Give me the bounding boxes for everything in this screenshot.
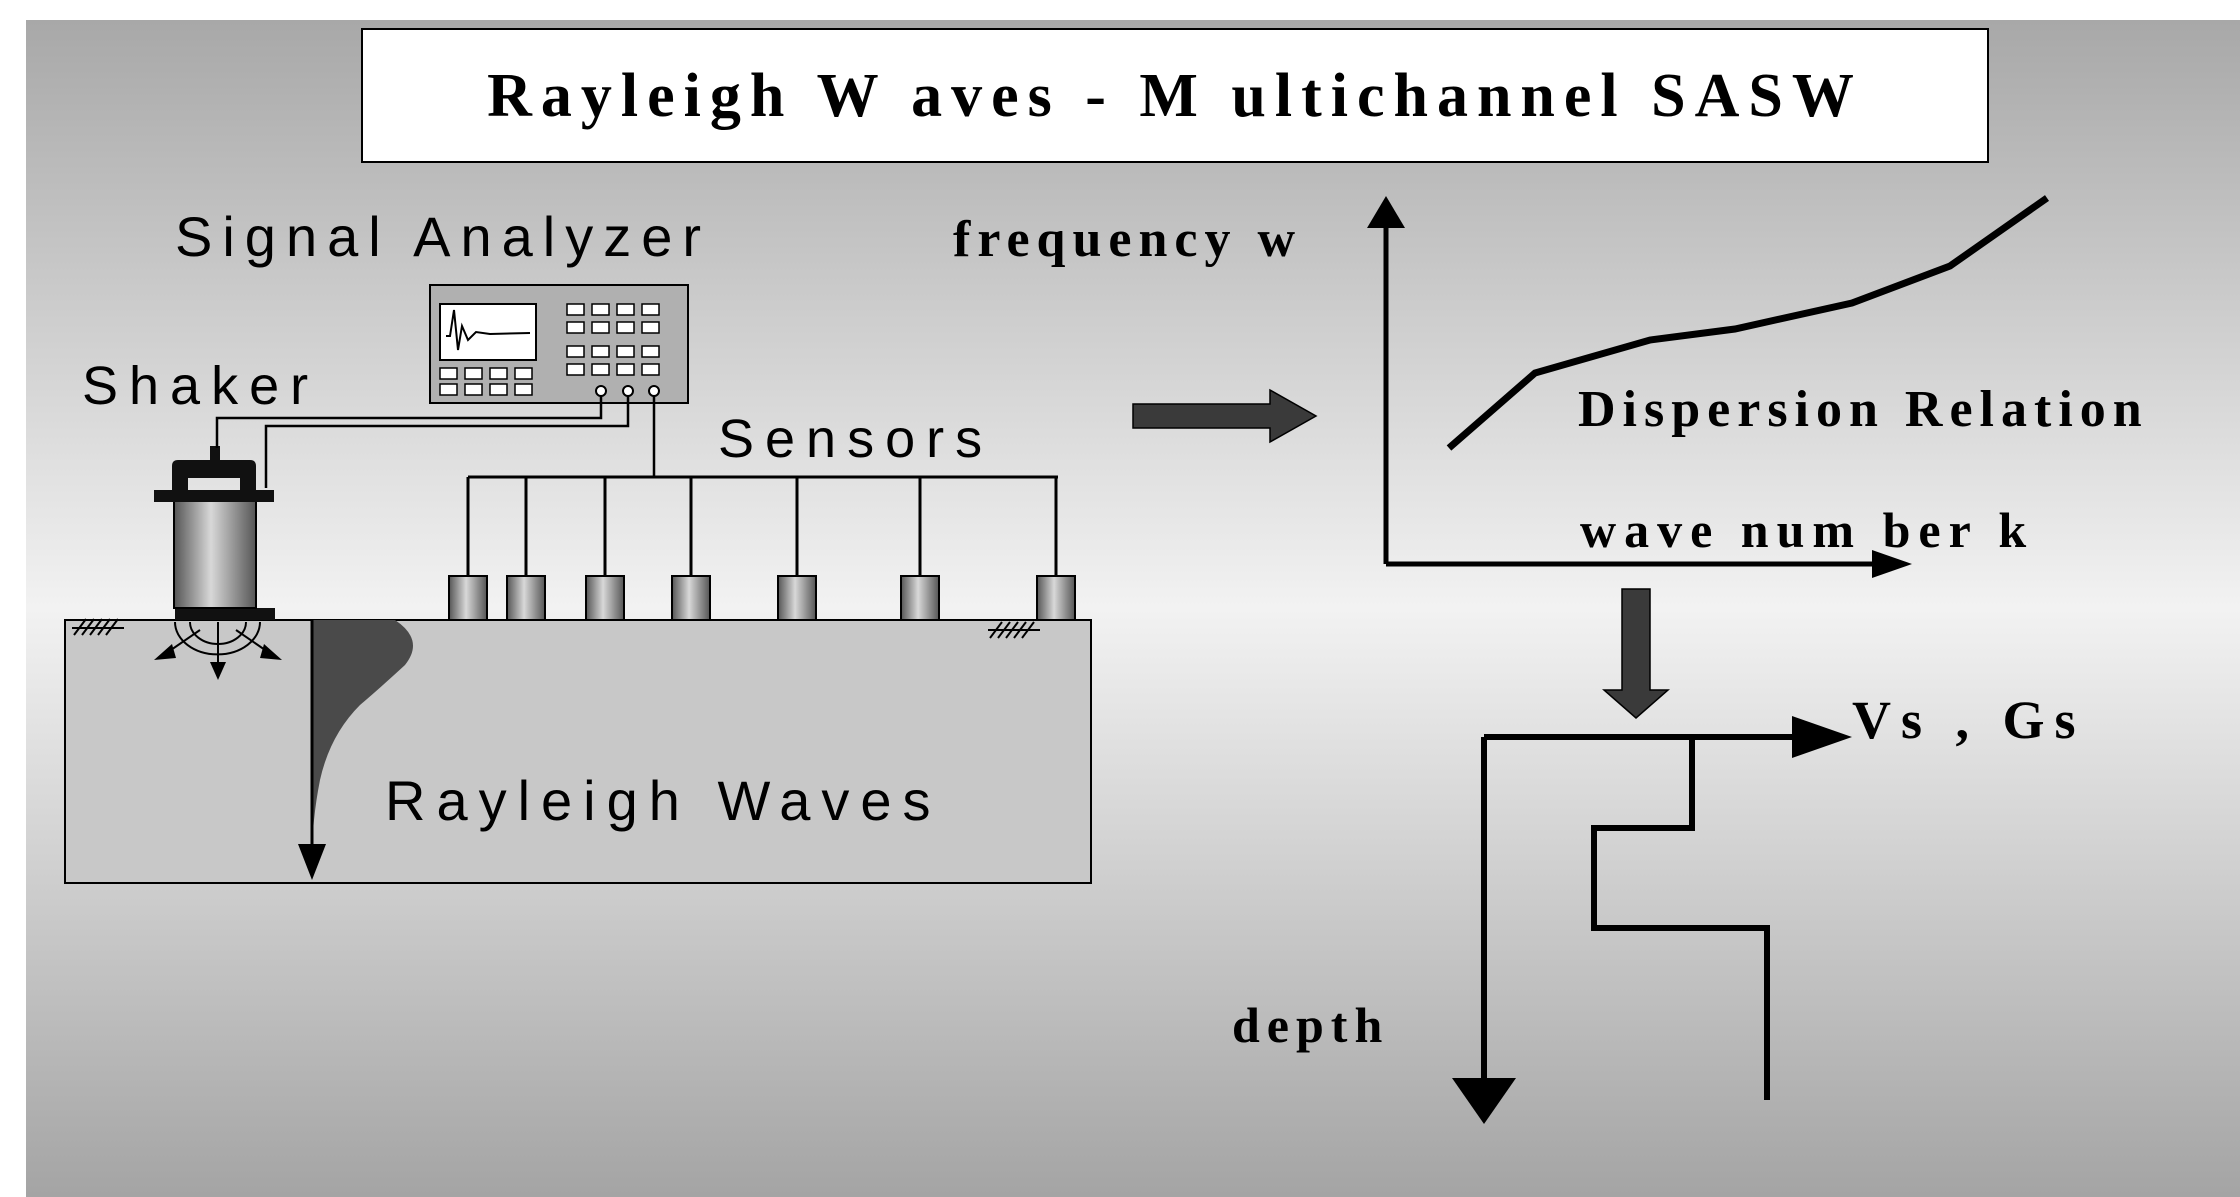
- dispersion-curve: [1446, 195, 2050, 451]
- vs-axis-arrowhead: [1792, 716, 1852, 758]
- sensor-2: [506, 575, 546, 621]
- ground-hatch-right: [988, 621, 1040, 639]
- signal-analyzer-label: Signal Analyzer: [175, 205, 711, 268]
- depth-axis-arrowhead: [1452, 1078, 1516, 1124]
- x-axis-arrowhead: [1872, 550, 1912, 578]
- block-arrow-right: [1132, 388, 1318, 444]
- title-text: Rayleigh W aves - M ultichannel SASW: [487, 62, 1863, 130]
- sensor-3: [585, 575, 625, 621]
- title-box: Rayleigh W aves - M ultichannel SASW: [361, 28, 1989, 163]
- analyzer-keypad: [439, 303, 660, 396]
- wave-profile: [298, 620, 413, 880]
- analyzer-connectors: [595, 385, 660, 397]
- ground-hatch-left: [72, 618, 124, 636]
- rayleigh-waves-label: Rayleigh Waves: [385, 769, 942, 832]
- analyzer-cables: [215, 396, 656, 488]
- y-axis-arrowhead: [1367, 196, 1405, 228]
- dispersion-plot: [1367, 195, 2050, 578]
- background-panel: [26, 20, 2240, 1197]
- signal-analyzer: [429, 284, 689, 404]
- sensor-7: [1036, 575, 1076, 621]
- dispersion-relation-label: Dispersion Relation: [1578, 381, 2149, 438]
- shaker: [154, 446, 282, 680]
- vs-gs-label: Vs , Gs: [1852, 690, 2086, 750]
- sensor-4: [671, 575, 711, 621]
- sensors-label: Sensors: [718, 409, 993, 469]
- block-arrow-down: [1602, 588, 1670, 719]
- wave-number-label: wave num ber k: [1580, 502, 2034, 558]
- frequency-label: frequency w: [953, 211, 1302, 268]
- sensor-6: [900, 575, 940, 621]
- shaker-label: Shaker: [82, 356, 319, 416]
- sensor-1: [448, 575, 488, 621]
- sensor-5: [777, 575, 817, 621]
- vs-step-profile: [1591, 737, 1770, 1100]
- ground-block: [64, 618, 1092, 884]
- depth-label: depth: [1232, 997, 1389, 1053]
- velocity-profile: [1452, 716, 1852, 1124]
- sensor-array: [448, 475, 1076, 621]
